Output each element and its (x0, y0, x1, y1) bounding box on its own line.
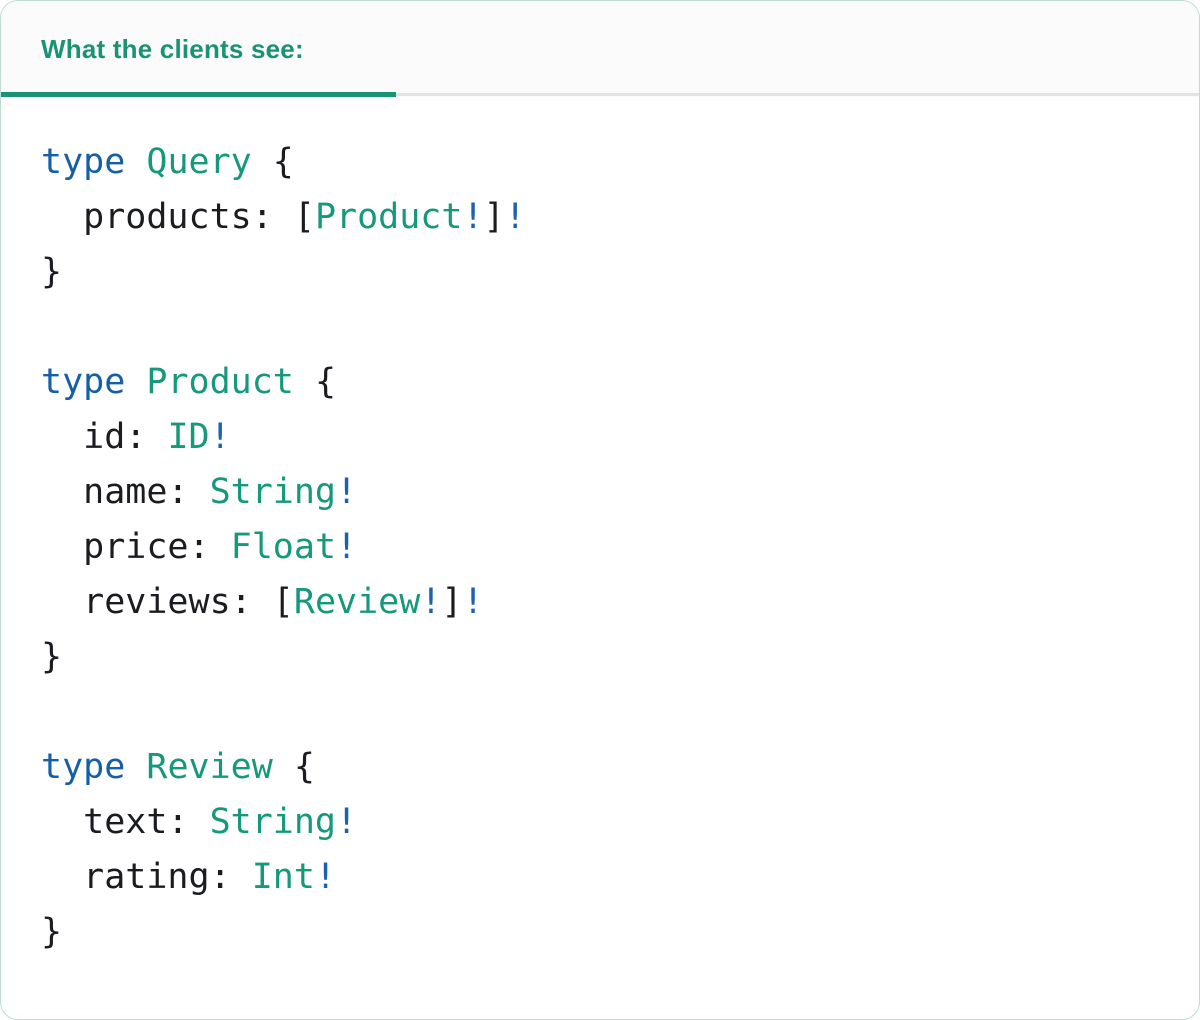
code-token: type (41, 747, 126, 787)
code-line: id: ID! (41, 410, 1159, 465)
code-token: Query (146, 142, 252, 182)
code-token: reviews: [ (41, 582, 294, 622)
code-token: ] (441, 582, 463, 622)
code-line: } (41, 905, 1159, 960)
code-token: products: [ (41, 197, 315, 237)
code-token: id: (41, 417, 168, 457)
code-token: { (293, 362, 337, 402)
code-token: price: (41, 527, 231, 567)
code-token: name: (41, 472, 210, 512)
code-token: text: (41, 802, 210, 842)
code-token: ! (420, 582, 442, 622)
code-token: { (251, 142, 294, 182)
code-token: type (41, 142, 126, 182)
code-token: ID (167, 417, 210, 457)
code-token: rating: (41, 857, 252, 897)
tab-label: What the clients see: (41, 33, 304, 64)
code-token: Review (146, 747, 273, 787)
code-line: } (41, 245, 1159, 300)
code-token: ! (336, 802, 358, 842)
code-token (125, 747, 146, 787)
code-token: Int (251, 857, 315, 897)
code-token: String (209, 802, 337, 842)
tab-what-clients-see[interactable]: What the clients see: (1, 1, 304, 97)
tab-bar: What the clients see: (1, 1, 1199, 97)
code-token (125, 362, 146, 402)
code-token: ! (462, 197, 484, 237)
code-token: Float (230, 527, 337, 567)
code-line: products: [Product!]! (41, 190, 1159, 245)
code-token: ] (483, 197, 505, 237)
code-line: price: Float! (41, 520, 1159, 575)
code-token: } (41, 637, 63, 677)
code-token: Review (293, 582, 421, 622)
code-line: type Query { (41, 135, 1159, 190)
graphql-schema-code: type Query { products: [Product!]! } typ… (1, 97, 1199, 960)
code-line: type Review { (41, 740, 1159, 795)
code-line-blank (41, 685, 1159, 740)
code-line: name: String! (41, 465, 1159, 520)
code-line: rating: Int! (41, 850, 1159, 905)
code-line-blank (41, 300, 1159, 355)
code-token: { (272, 747, 315, 787)
code-token (125, 142, 146, 182)
active-tab-underline (1, 92, 396, 97)
code-token: Product (146, 362, 294, 402)
code-token: ! (336, 472, 358, 512)
code-line: text: String! (41, 795, 1159, 850)
code-line: reviews: [Review!]! (41, 575, 1159, 630)
code-token: } (41, 912, 63, 952)
code-token: ! (504, 197, 526, 237)
code-line: type Product { (41, 355, 1159, 410)
code-token: ! (209, 417, 231, 457)
tab-track-divider (396, 93, 1199, 96)
code-line: } (41, 630, 1159, 685)
code-token: ! (462, 582, 484, 622)
code-token: type (41, 362, 126, 402)
code-token: Product (314, 197, 463, 237)
code-token: ! (336, 527, 358, 567)
code-token: } (41, 252, 63, 292)
code-token: String (209, 472, 337, 512)
code-token: ! (314, 857, 337, 897)
